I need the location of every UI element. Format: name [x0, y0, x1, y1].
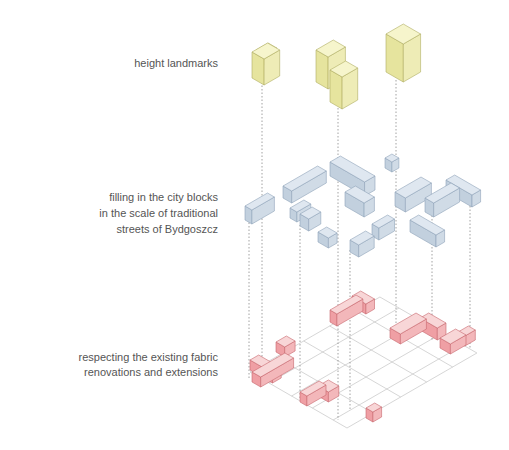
projection-line — [338, 108, 339, 420]
projection-line — [300, 225, 301, 398]
layer-label: filling in the city blocks in the scale … — [99, 189, 219, 237]
building-roof — [372, 215, 395, 228]
building-roof — [283, 166, 326, 191]
projection-line — [396, 80, 397, 336]
projection-lines — [249, 80, 470, 420]
building-roof — [440, 329, 466, 344]
projection-line — [350, 250, 351, 410]
street-line — [380, 297, 477, 353]
height-landmarks — [252, 24, 421, 109]
building-roof — [425, 183, 460, 203]
building-roof — [386, 24, 421, 44]
building-roof — [318, 227, 337, 238]
street-line — [250, 297, 380, 372]
layer-label: respecting the existing fabric renovatio… — [73, 350, 218, 380]
existing-buildings — [250, 291, 475, 422]
street-line — [333, 345, 463, 420]
building-roof — [410, 215, 445, 235]
building-roof — [245, 193, 274, 210]
infill-buildings — [245, 154, 481, 257]
street-line — [312, 333, 442, 408]
building-roof — [395, 177, 431, 198]
building-roof — [330, 156, 375, 182]
building-roof — [345, 186, 374, 203]
street-line — [347, 353, 477, 428]
street-plan — [250, 297, 477, 428]
building-roof — [330, 295, 363, 314]
street-line — [356, 311, 453, 367]
building-roof — [366, 403, 382, 412]
building-roof — [330, 61, 358, 77]
building-roof — [350, 231, 374, 245]
building-roof — [385, 154, 399, 162]
building-roof — [252, 353, 294, 377]
building-roof — [316, 40, 345, 57]
building-roof — [390, 313, 426, 334]
layer-label: height landmarks — [58, 56, 218, 71]
projection-line — [470, 192, 471, 348]
building-roof — [276, 336, 295, 347]
building-roof — [300, 381, 326, 396]
building-roof — [300, 207, 321, 219]
projection-line — [249, 212, 250, 378]
projection-line — [262, 82, 263, 382]
building-roof — [252, 43, 280, 59]
